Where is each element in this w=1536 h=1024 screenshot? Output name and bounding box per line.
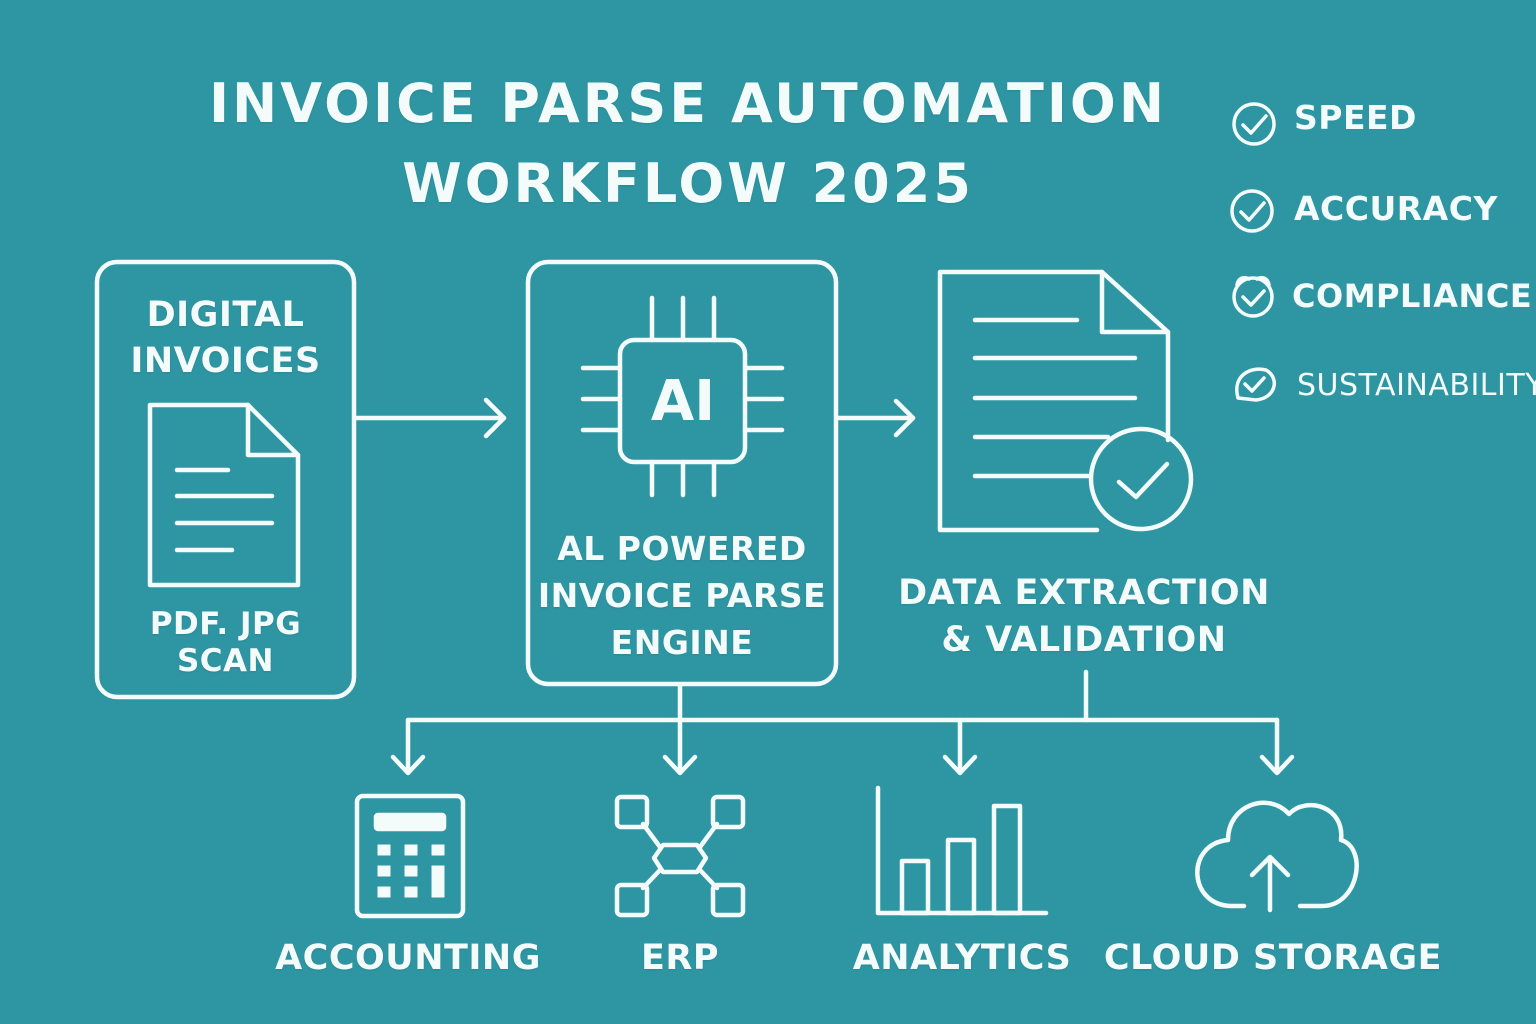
distribution-connectors bbox=[390, 669, 1295, 776]
calculator-icon bbox=[354, 793, 466, 919]
bar-chart-icon bbox=[875, 785, 1049, 916]
engine-box bbox=[525, 259, 839, 687]
cloud-upload-icon bbox=[1195, 800, 1359, 913]
arrow-input-to-engine bbox=[354, 397, 507, 439]
digital-invoices-title-1: DIGITAL bbox=[146, 295, 305, 335]
output-analytics-label: ANALYTICS bbox=[852, 938, 1072, 978]
extraction-label-2: & VALIDATION bbox=[941, 620, 1227, 660]
output-accounting-label: ACCOUNTING bbox=[275, 938, 541, 978]
benefit-sustainability: SUSTAINABILITY bbox=[1297, 368, 1536, 403]
leaf-check-icon bbox=[1235, 367, 1277, 402]
document-icon bbox=[147, 402, 301, 588]
invoice-formats-1: PDF. JPG bbox=[149, 606, 302, 642]
digital-invoices-box bbox=[94, 259, 357, 700]
engine-label-1: AL POWERED bbox=[557, 529, 807, 568]
output-erp-label: ERP bbox=[640, 938, 719, 978]
validated-document-icon bbox=[937, 269, 1194, 533]
ai-chip-icon bbox=[580, 295, 785, 498]
shield-check-icon bbox=[1232, 275, 1274, 318]
title-line-1: INVOICE PARSE AUTOMATION bbox=[208, 72, 1168, 135]
check-circle-icon bbox=[1232, 102, 1276, 146]
benefit-accuracy: ACCURACY bbox=[1294, 189, 1498, 228]
benefit-compliance: COMPLIANCE bbox=[1292, 277, 1533, 315]
benefit-speed: SPEED bbox=[1294, 98, 1417, 137]
network-nodes-icon bbox=[614, 794, 746, 918]
extraction-label-1: DATA EXTRACTION bbox=[898, 573, 1270, 613]
output-cloud-storage-label: CLOUD STORAGE bbox=[1103, 938, 1443, 978]
title-line-2: WORKFLOW 2025 bbox=[402, 152, 974, 215]
engine-label-2: INVOICE PARSE bbox=[537, 576, 827, 615]
check-circle-icon bbox=[1230, 189, 1274, 233]
digital-invoices-title-2: INVOICES bbox=[130, 341, 321, 381]
invoice-formats-2: SCAN bbox=[176, 643, 274, 679]
ai-chip-text: AI bbox=[651, 369, 715, 434]
engine-label-3: ENGINE bbox=[610, 623, 754, 662]
arrow-engine-to-extraction bbox=[835, 398, 916, 438]
